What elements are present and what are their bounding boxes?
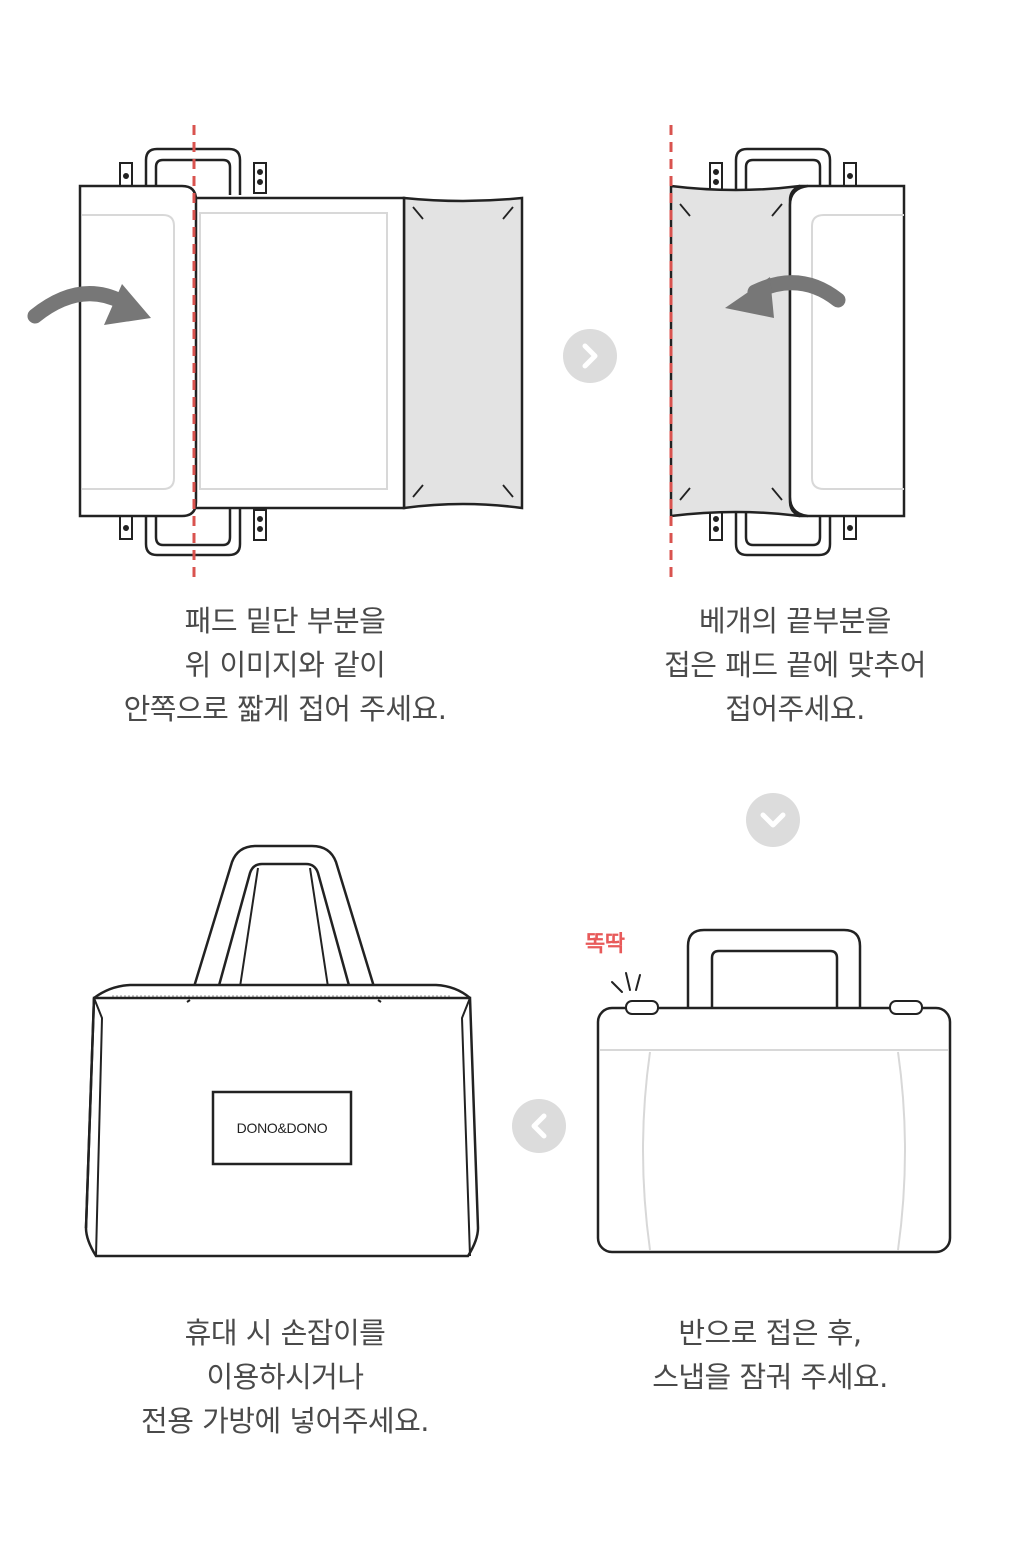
step1-caption: 패드 밑단 부분을 위 이미지와 같이 안쪽으로 짧게 접어 주세요. bbox=[60, 599, 510, 731]
step3-caption: 휴대 시 손잡이를 이용하시거나 전용 가방에 넣어주세요. bbox=[60, 1311, 510, 1443]
bag-handle-outer bbox=[188, 844, 380, 1001]
step4-caption: 반으로 접은 후, 스냅을 잠궈 주세요. bbox=[545, 1311, 995, 1399]
step1-pillow-flap bbox=[402, 196, 524, 510]
caption-line: 휴대 시 손잡이를 bbox=[184, 1316, 386, 1350]
caption-line: 접은 패드 끝에 맞추어 bbox=[664, 648, 926, 682]
step2-top-handle bbox=[734, 147, 832, 195]
step4-snap-left bbox=[625, 1000, 659, 1015]
step1-folded-panel bbox=[78, 184, 198, 518]
caption-line: 베개의 끝부분을 bbox=[699, 604, 891, 638]
step4-snap-right bbox=[889, 1000, 923, 1015]
step2-caption: 베개의 끝부분을 접은 패드 끝에 맞추어 접어주세요. bbox=[570, 599, 1020, 731]
chevron-left-icon bbox=[531, 1113, 547, 1139]
caption-line: 위 이미지와 같이 bbox=[184, 648, 386, 682]
bag-logo-label bbox=[211, 1090, 353, 1166]
bag-logo-text: DONO&DONO bbox=[236, 1120, 328, 1136]
step1-snap-tabs bbox=[119, 162, 267, 541]
caption-line: 스냅을 잠궈 주세요. bbox=[652, 1360, 888, 1394]
step2-fold-arrow-icon bbox=[725, 275, 846, 318]
step2-bottom-handle bbox=[734, 505, 832, 557]
snap-click-marks-icon bbox=[611, 972, 641, 993]
caption-line: 안쪽으로 짧게 접어 주세요. bbox=[123, 692, 447, 726]
snap-sound-label: 똑딱 bbox=[585, 932, 625, 957]
caption-line: 이용하시거나 bbox=[206, 1360, 364, 1394]
step1-fold-arrow-icon bbox=[27, 284, 151, 325]
next-step-down-button[interactable] bbox=[746, 793, 800, 847]
caption-line: 전용 가방에 넣어주세요. bbox=[141, 1404, 429, 1438]
bag-handle-inner bbox=[213, 862, 355, 1001]
caption-line: 반으로 접은 후, bbox=[678, 1316, 862, 1350]
caption-line: 패드 밑단 부분을 bbox=[184, 604, 386, 638]
chevron-right-icon bbox=[582, 343, 598, 369]
step4-handle bbox=[686, 928, 862, 1008]
chevron-down-icon bbox=[760, 812, 786, 828]
next-step-left-button[interactable] bbox=[512, 1099, 566, 1153]
step4-body bbox=[596, 1006, 952, 1254]
caption-line: 접어주세요. bbox=[725, 692, 865, 726]
next-step-right-button[interactable] bbox=[563, 329, 617, 383]
step1-pad-body bbox=[190, 196, 406, 510]
